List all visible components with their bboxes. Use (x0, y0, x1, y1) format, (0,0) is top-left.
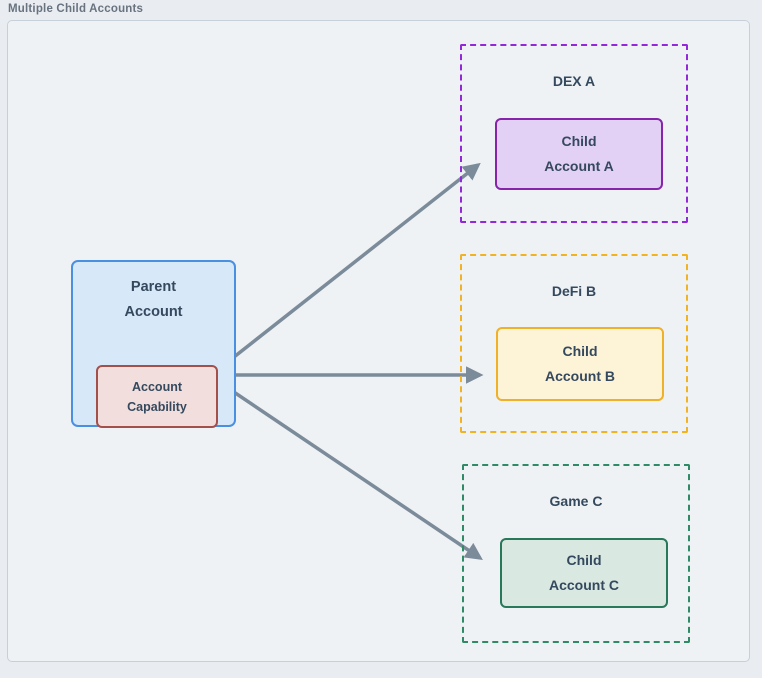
child-account-a-label-line2: Account A (544, 158, 614, 174)
child-account-a-box: Child Account A (495, 118, 663, 190)
child-account-b-label-line2: Account B (545, 368, 615, 384)
defi-b-container: DeFi B Child Account B (460, 254, 688, 433)
child-account-b-box: Child Account B (496, 327, 664, 401)
parent-account-label-line2: Account (124, 304, 183, 320)
parent-account-box: Parent Account Account Capability (71, 260, 236, 428)
account-capability-box: Account Capability (96, 365, 218, 428)
game-c-label: Game C (549, 493, 603, 509)
diagram-frame: Parent Account Account Capability DEX A … (7, 20, 750, 662)
account-capability-label-line2: Capability (127, 399, 187, 414)
defi-b-label: DeFi B (551, 283, 597, 299)
dex-a-label: DEX A (552, 73, 596, 89)
dex-a-container: DEX A Child Account A (460, 44, 688, 223)
arrow-to-child-c (218, 380, 483, 560)
child-account-c-label-line1: Child (566, 552, 602, 568)
diagram-title: Multiple Child Accounts (8, 3, 144, 15)
child-account-a-label-line1: Child (561, 133, 597, 149)
game-c-container: Game C Child Account C (462, 464, 690, 643)
parent-account-label-line1: Parent (130, 279, 177, 295)
child-account-c-box: Child Account C (500, 538, 668, 608)
child-account-c-label-line2: Account C (549, 577, 619, 593)
account-capability-label-line1: Account (132, 379, 182, 394)
child-account-b-label-line1: Child (562, 343, 598, 359)
arrow-to-child-a (218, 162, 481, 370)
